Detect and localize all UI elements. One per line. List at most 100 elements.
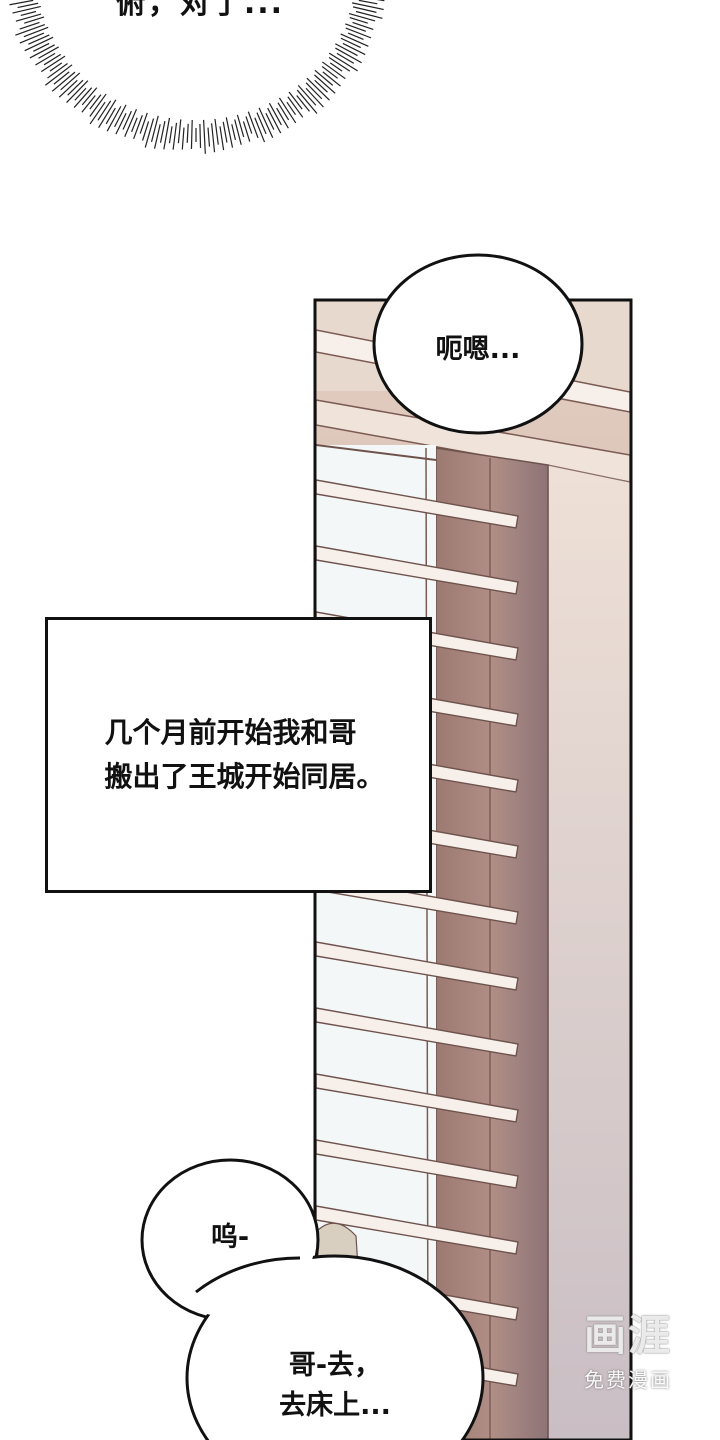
burst-ray [320, 60, 346, 80]
burst-ray [305, 82, 323, 100]
burst-ray [33, 42, 50, 52]
burst-ray [163, 117, 171, 150]
burst-ray [340, 37, 361, 49]
burst-ray [207, 127, 211, 147]
burst-ray [322, 71, 341, 87]
blind-slat [316, 545, 519, 595]
burst-ray [141, 121, 150, 141]
burst-ray [329, 62, 343, 72]
burst-ray [115, 113, 127, 135]
burst-ray [278, 97, 297, 124]
burst-ray [254, 117, 266, 143]
burst-ray [211, 123, 216, 153]
burst-ray [297, 84, 317, 106]
burst-ray [15, 13, 42, 22]
burst-ray [97, 100, 112, 121]
burst-ray [20, 10, 37, 17]
burst-ray [245, 116, 253, 134]
burst-ray [105, 107, 116, 125]
burst-ray [106, 106, 122, 132]
burst-ray [89, 94, 102, 110]
blind-slat [316, 1073, 519, 1123]
burst-ray [114, 104, 127, 128]
burst-ray [47, 63, 68, 79]
burst-ray [343, 22, 367, 32]
burst-ray [12, 5, 44, 14]
burst-ray [17, 2, 39, 9]
burst-ray [214, 118, 219, 145]
burst-ray [349, 1, 384, 11]
burst-ray [172, 122, 178, 150]
burst-ray [335, 47, 362, 64]
burst-ray [159, 121, 166, 143]
narration-caption-text: 几个月前开始我和哥 搬出了王城开始同居。 [104, 716, 385, 793]
burst-ray [287, 96, 304, 118]
burst-ray [305, 87, 324, 108]
burst-ray [24, 35, 56, 52]
burst-bubble-text: 俯，对了... [115, 0, 285, 18]
watermark-subtitle: 免费漫画 [584, 1368, 672, 1392]
burst-ray [67, 79, 84, 96]
burst-ray [256, 112, 267, 135]
burst-ray [28, 34, 50, 45]
burst-ray [328, 56, 351, 72]
blind-slat [316, 1205, 519, 1255]
burst-ray [219, 126, 225, 151]
burst-ray [144, 118, 155, 148]
burst-ray [38, 45, 61, 59]
burst-ray [358, 0, 378, 5]
burst-ray [342, 42, 366, 56]
burst-ray [199, 123, 202, 148]
burst-ray [177, 119, 182, 144]
burst-ray [225, 117, 234, 148]
burst-ray [222, 121, 228, 143]
blind-slat [316, 1139, 519, 1189]
burst-ray [268, 102, 282, 126]
burst-ray [53, 71, 70, 85]
burst-ray [258, 107, 274, 139]
burst-ray [51, 71, 76, 92]
burst-ray [98, 98, 117, 129]
burst-ray [66, 79, 90, 103]
burst-ray [355, 10, 383, 19]
burst-ray [313, 69, 334, 86]
burst-ray [345, 27, 372, 39]
burst-ray [122, 110, 132, 130]
speech-bubble-2-bottom-text: 哥-去， 去床上... [279, 1350, 391, 1421]
burst-ray [15, 24, 46, 36]
burst-ray [133, 115, 143, 140]
burst-ray [333, 42, 358, 57]
burst-ray [327, 51, 358, 72]
burst-ray [352, 21, 374, 30]
burst-ray [277, 102, 290, 121]
burst-ray [81, 95, 96, 113]
burst-ray [89, 101, 106, 125]
burst-ray [247, 111, 259, 139]
burst-ray [236, 114, 245, 138]
burst-ray [131, 117, 138, 132]
burst-ray [139, 112, 148, 134]
burst-ray [321, 65, 338, 79]
burst-ray [242, 121, 251, 142]
burst-ray [186, 123, 189, 143]
burst-ray [267, 107, 282, 134]
burst-ray [234, 119, 242, 145]
burst-ray [74, 87, 87, 101]
burst-ray [23, 26, 51, 38]
watermark-logo: 画涯 [583, 1311, 672, 1360]
burst-ray [296, 95, 310, 112]
burst-ray [288, 90, 303, 110]
narration-caption-box: 几个月前开始我和哥 搬出了王城开始同居。 [45, 617, 432, 893]
watermark: 画涯 免费漫画 [566, 1308, 690, 1408]
burst-ray [124, 108, 138, 137]
burst-ray [347, 32, 364, 41]
burst-ray [9, 0, 34, 6]
burst-ray [314, 74, 336, 94]
speech-bubble-1-text: 呃嗯... [435, 334, 521, 365]
burst-ray [265, 113, 275, 130]
burst-ray [58, 79, 78, 98]
burst-ray [276, 107, 289, 129]
burst-ray [305, 76, 330, 101]
